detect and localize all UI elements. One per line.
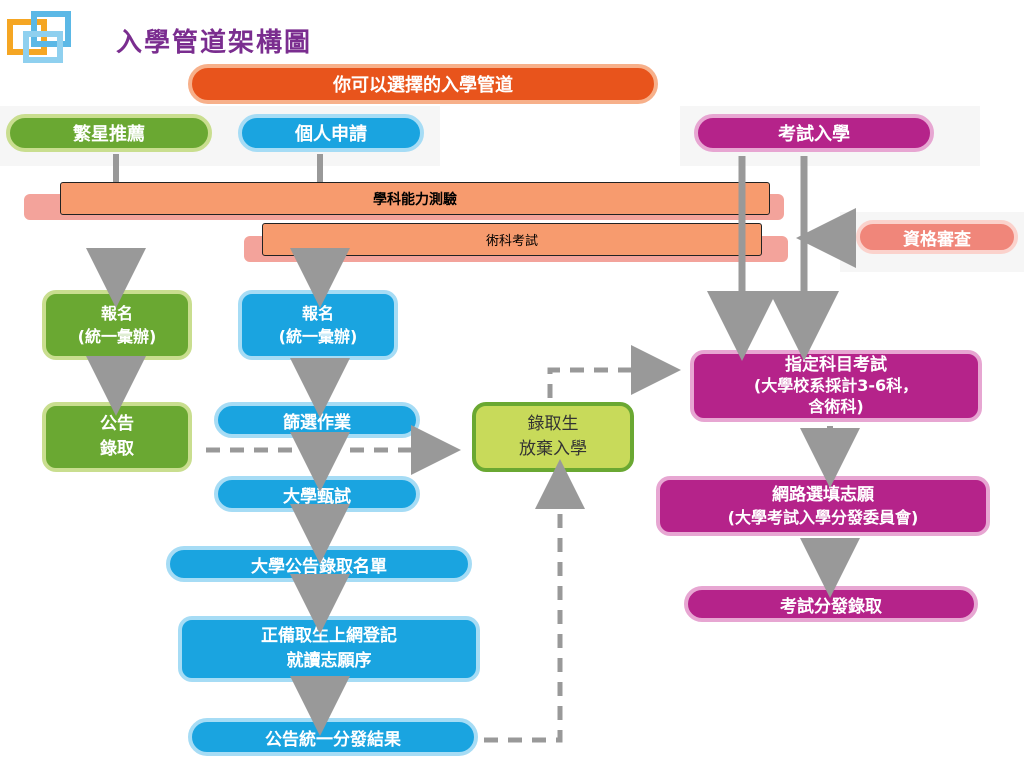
channel-star[interactable]: 繁星推薦 [6,114,212,152]
channel-personal[interactable]: 個人申請 [238,114,424,152]
qualification-review: 資格審查 [856,220,1018,254]
channel-exam[interactable]: 考試入學 [694,114,934,152]
exam-online-choice-box: 網路選填志願 (大學考試入學分發委員會) [656,476,990,536]
star-announce-box: 公告 錄取 [42,402,192,472]
page-title: 入學管道架構圖 [116,28,313,58]
channels-banner: 你可以選擇的入學管道 [188,64,658,104]
exam-designated-line2: (大學校系採計3-6科， [753,376,919,396]
personal-register-online-line1: 正備取生上網登記 [261,626,397,647]
exam-designated-box: 指定科目考試 (大學校系採計3-6科， 含術科) [690,350,982,422]
give-up-line2: 放棄入學 [519,439,587,459]
exam-designated-line3: 含術科) [808,397,864,417]
personal-admit-list: 大學公告錄取名單 [166,546,472,582]
personal-register-line1: 報名 [301,303,334,323]
give-up-line1: 錄取生 [527,414,579,435]
arrow-give-up-to-designated [547,345,681,398]
exam-designated-line1: 指定科目考試 [785,355,887,376]
star-announce-line2: 錄取 [100,439,134,459]
personal-screening: 篩選作業 [214,402,420,438]
personal-interview: 大學甄試 [214,476,420,512]
personal-result: 公告統一分發結果 [188,718,478,756]
personal-register-box: 報名 (統一彙辦) [238,290,398,360]
star-announce-line1: 公告 [100,414,134,435]
band-gsat: 學科能力測驗 [60,182,770,215]
exam-distribution: 考試分發錄取 [684,586,978,622]
personal-register-line2: (統一彙辦) [278,327,358,346]
personal-register-online-line2: 就讀志願序 [286,651,372,671]
logo [6,8,102,66]
star-register-line2: (統一彙辦) [77,327,157,346]
personal-register-online: 正備取生上網登記 就讀志願序 [178,616,480,682]
exam-online-choice-line1: 網路選填志願 [772,484,874,505]
give-up-box: 錄取生 放棄入學 [472,402,634,472]
star-register-box: 報名 (統一彙辦) [42,290,192,360]
star-register-line1: 報名 [100,303,133,323]
band-art: 術科考試 [262,223,762,256]
arrow-result-to-give-up [484,459,585,743]
exam-online-choice-line2: (大學考試入學分發委員會) [727,507,919,527]
